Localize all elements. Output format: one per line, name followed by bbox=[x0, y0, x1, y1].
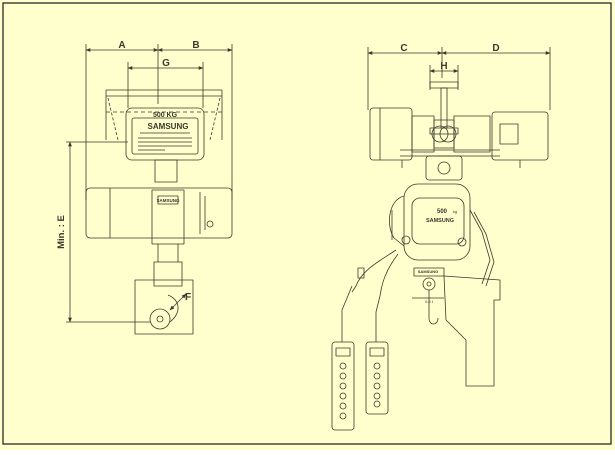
side-hook-bucket bbox=[412, 267, 501, 387]
front-motor bbox=[85, 159, 233, 245]
label-dimension-a: A bbox=[118, 40, 125, 51]
front-nameplate bbox=[125, 107, 205, 161]
label-dimension-g: G bbox=[162, 58, 170, 69]
label-dimension-c: C bbox=[400, 43, 407, 54]
pendant-left bbox=[331, 341, 355, 431]
i-beam bbox=[429, 81, 459, 135]
front-view bbox=[66, 44, 233, 335]
label-dimension-d: D bbox=[492, 43, 499, 54]
drawing-border bbox=[2, 2, 612, 445]
side-suspension bbox=[425, 155, 463, 181]
label-dimension-f: F bbox=[185, 292, 191, 303]
label-dimension-b: B bbox=[192, 40, 199, 51]
side-hook-plate-label: SAMSUNG bbox=[418, 269, 438, 274]
pendant-cables bbox=[341, 249, 399, 342]
dimension-g bbox=[127, 62, 204, 108]
dimension-f bbox=[169, 293, 187, 311]
label-dimension-h: H bbox=[440, 61, 447, 72]
front-capacity-label: 500 KG bbox=[153, 112, 178, 119]
side-view bbox=[331, 47, 551, 431]
front-brand-label: SAMSUNG bbox=[148, 122, 189, 131]
pendant-right bbox=[365, 341, 389, 415]
dimension-e bbox=[66, 141, 150, 323]
side-capacity-unit: kg bbox=[453, 209, 457, 214]
side-capacity-label: 500 bbox=[437, 209, 448, 215]
dimension-ab bbox=[85, 44, 233, 200]
label-dimension-e: Min. : E bbox=[56, 215, 67, 249]
side-hoist-body bbox=[389, 183, 495, 287]
side-brand-label: SAMSUNG bbox=[426, 218, 454, 224]
dimension-cd bbox=[367, 47, 551, 110]
side-hook-capacity-label: 0.5 t bbox=[425, 299, 434, 304]
rail-beam bbox=[105, 89, 223, 141]
front-small-plate-label: SAMSUNG bbox=[156, 198, 180, 203]
